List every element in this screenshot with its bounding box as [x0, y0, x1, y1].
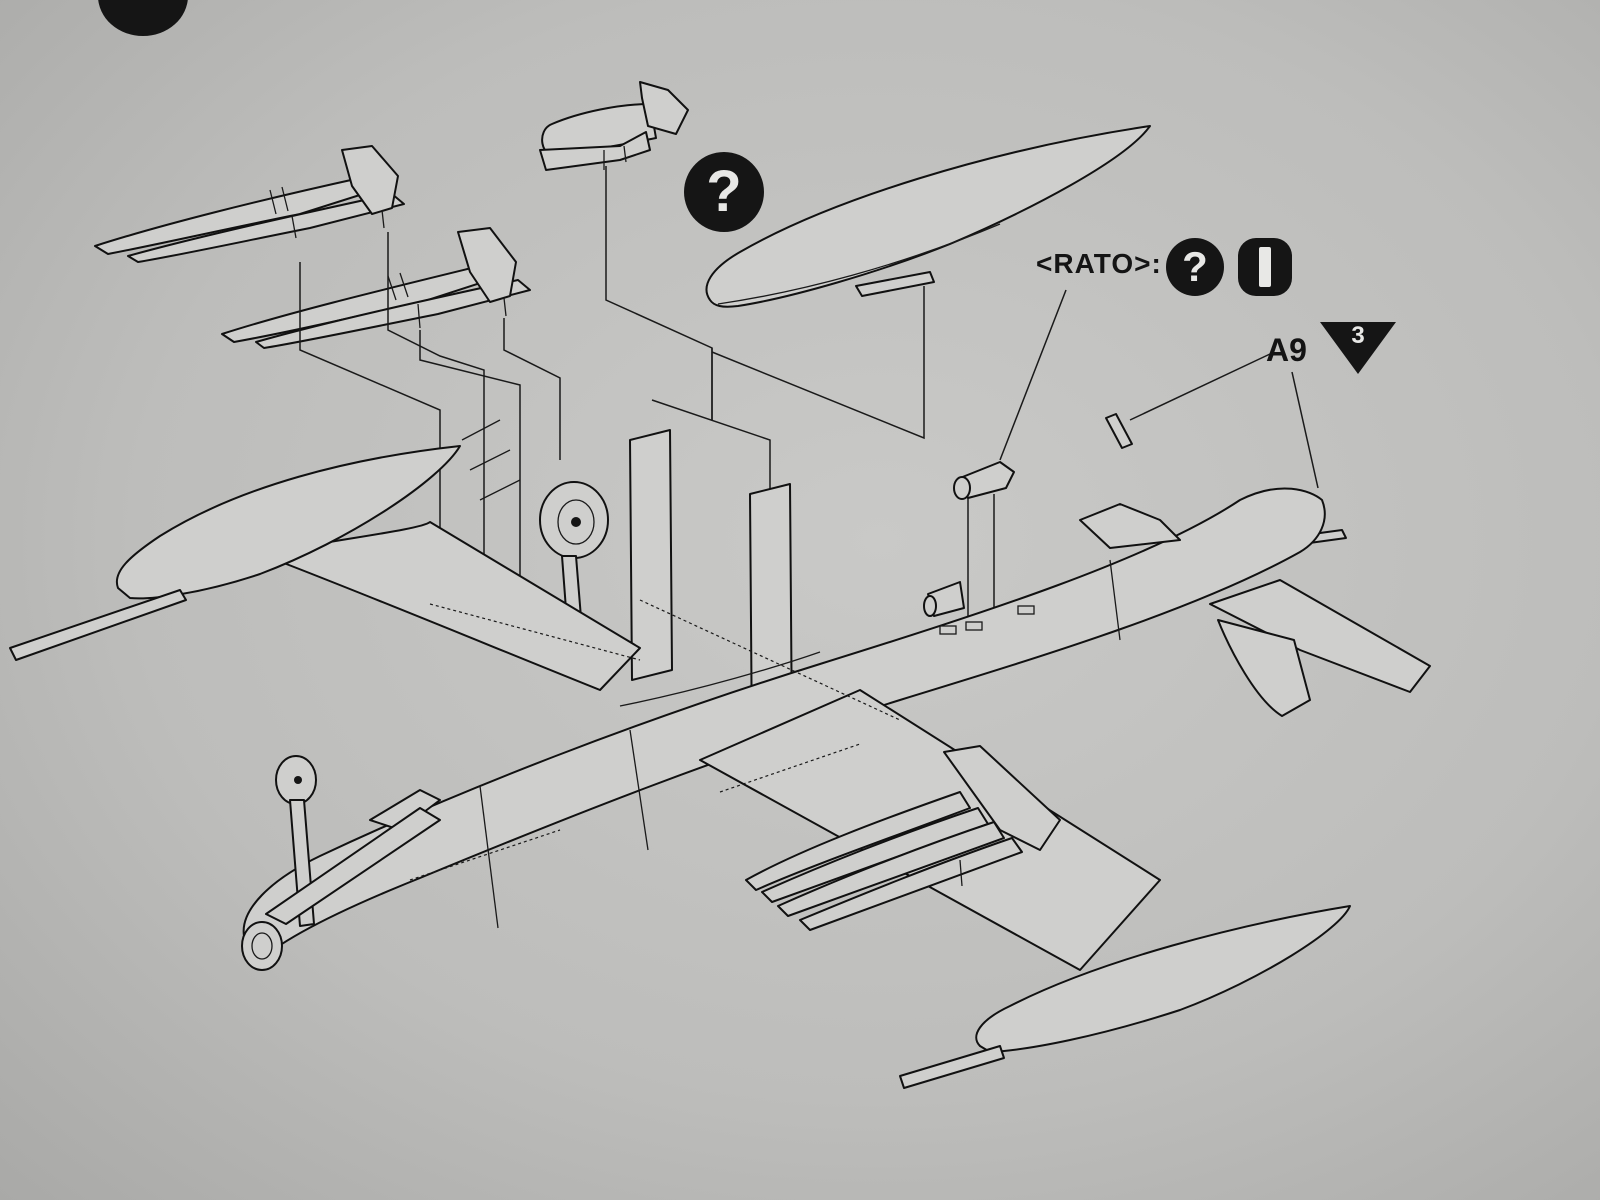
part-reference-label: A9: [1266, 332, 1307, 368]
option-i-bar: [1259, 247, 1271, 287]
bomb-part: [539, 81, 689, 171]
nose-gear-part: [265, 755, 441, 927]
rato-label: <RATO>:: [1036, 248, 1162, 279]
rato-optional-symbol: ?: [1182, 243, 1208, 290]
rato-bottle-part: [923, 461, 1015, 617]
alignment-marks: [461, 419, 901, 721]
rocket-cluster-lower: [745, 745, 1061, 931]
question-circle-icon: ?: [684, 152, 764, 232]
missile-pair-lower: [221, 227, 531, 349]
drop-tank-upper: [705, 125, 1151, 308]
step-number: 3: [1351, 322, 1365, 349]
optional-part-symbol: ?: [706, 159, 742, 224]
missile-pair-upper: [94, 145, 405, 263]
option-i-icon: [1238, 238, 1292, 296]
question-circle-icon: ?: [1166, 238, 1224, 296]
step-triangle-icon: [1320, 322, 1396, 374]
airframe-fuselage: [9, 445, 1431, 1089]
